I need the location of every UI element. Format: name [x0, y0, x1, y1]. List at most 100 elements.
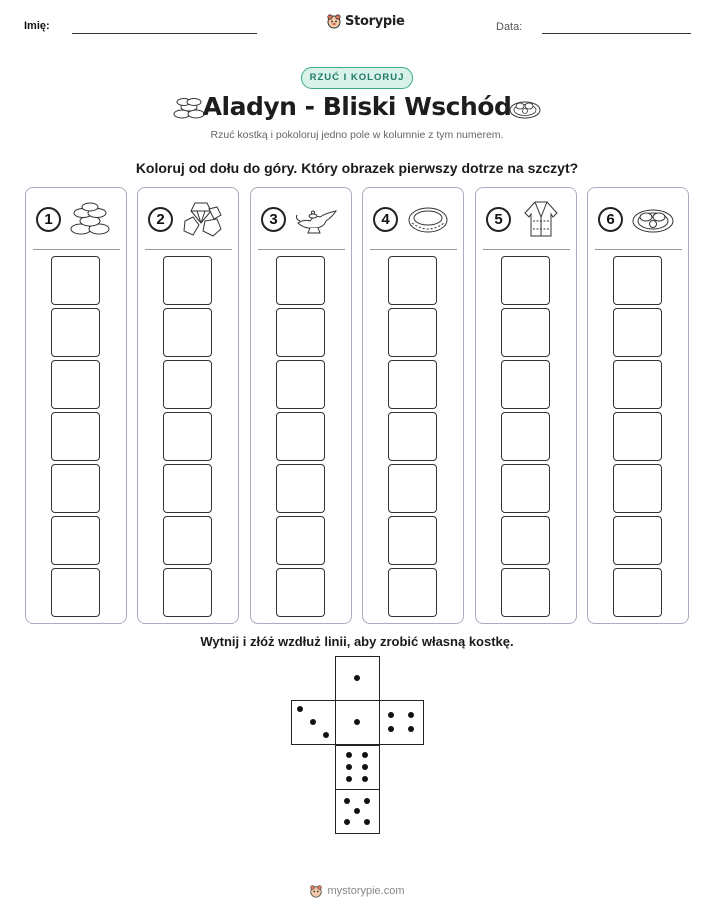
- color-cell[interactable]: [51, 464, 100, 513]
- color-cell[interactable]: [501, 256, 550, 305]
- color-cell[interactable]: [501, 360, 550, 409]
- color-cell[interactable]: [388, 516, 437, 565]
- column-number: 1: [36, 207, 61, 232]
- subtitle: Rzuć kostką i pokoloruj jedno pole w kol…: [210, 129, 504, 141]
- color-cell[interactable]: [51, 308, 100, 357]
- dice-face-6: [335, 745, 380, 790]
- color-cell[interactable]: [51, 360, 100, 409]
- column-number: 4: [373, 207, 398, 232]
- color-cell[interactable]: [613, 412, 662, 461]
- color-cell[interactable]: [388, 412, 437, 461]
- color-cell[interactable]: [388, 360, 437, 409]
- dice-pip: [388, 726, 395, 733]
- food-plate-icon: [509, 101, 541, 119]
- dice-pip: [362, 775, 369, 782]
- dice-pip: [354, 675, 360, 681]
- column-number: 2: [148, 207, 173, 232]
- color-cell[interactable]: [163, 308, 212, 357]
- color-cell[interactable]: [163, 360, 212, 409]
- page-title: Aladyn - Bliski Wschód: [202, 92, 512, 121]
- footer-url: mystorypie.com: [327, 885, 405, 897]
- color-cell[interactable]: [388, 256, 437, 305]
- storypie-mascot-icon: [310, 885, 323, 898]
- dice-pip: [388, 711, 395, 718]
- color-cell[interactable]: [51, 568, 100, 617]
- dice-pip: [407, 711, 414, 718]
- dice-pip: [362, 752, 369, 759]
- color-cell[interactable]: [613, 308, 662, 357]
- dice-pip: [407, 726, 414, 733]
- color-cell[interactable]: [163, 412, 212, 461]
- color-cell[interactable]: [501, 412, 550, 461]
- color-cell[interactable]: [388, 464, 437, 513]
- column-number: 5: [486, 207, 511, 232]
- color-cell[interactable]: [501, 516, 550, 565]
- color-cell[interactable]: [163, 256, 212, 305]
- color-cell[interactable]: [276, 360, 325, 409]
- color-cell[interactable]: [51, 516, 100, 565]
- dice-pip: [345, 764, 352, 770]
- color-cell[interactable]: [613, 256, 662, 305]
- dice-pip: [310, 719, 316, 725]
- column-divider: [145, 249, 232, 250]
- color-cell[interactable]: [276, 516, 325, 565]
- color-cell[interactable]: [613, 464, 662, 513]
- color-cell[interactable]: [388, 568, 437, 617]
- dice-pip: [322, 731, 329, 738]
- robe-icon: [524, 201, 558, 237]
- color-cell[interactable]: [613, 516, 662, 565]
- column-6: 6: [587, 187, 689, 624]
- worksheet-header: Imię: Storypie Data:: [0, 0, 714, 50]
- gems-icon: [183, 202, 222, 237]
- name-field-line[interactable]: [72, 33, 257, 34]
- color-cell[interactable]: [613, 360, 662, 409]
- color-cell[interactable]: [51, 412, 100, 461]
- column-divider: [483, 249, 570, 250]
- color-cell[interactable]: [276, 464, 325, 513]
- column-header: 6: [588, 188, 688, 250]
- color-cell[interactable]: [613, 568, 662, 617]
- dice-pip: [345, 775, 352, 782]
- dice-face-5: [335, 789, 380, 834]
- color-cell[interactable]: [501, 568, 550, 617]
- dice-pip: [363, 797, 370, 804]
- color-cell[interactable]: [276, 568, 325, 617]
- column-header: 4: [363, 188, 463, 250]
- storypie-mascot-icon: [327, 14, 341, 29]
- column-header: 5: [476, 188, 576, 250]
- color-cell[interactable]: [276, 412, 325, 461]
- dice-face-3: [291, 700, 336, 745]
- dice-pip: [354, 719, 360, 725]
- column-number: 3: [261, 207, 286, 232]
- date-label: Data:: [496, 21, 523, 33]
- color-cell[interactable]: [388, 308, 437, 357]
- date-field-line[interactable]: [542, 33, 691, 34]
- column-divider: [33, 249, 120, 250]
- name-label: Imię:: [24, 20, 50, 32]
- dice-face-1: [335, 700, 380, 745]
- dice-pip: [345, 752, 352, 759]
- column-divider: [258, 249, 345, 250]
- color-cell[interactable]: [501, 464, 550, 513]
- color-cell[interactable]: [501, 308, 550, 357]
- magic-lamp-icon: [295, 210, 338, 234]
- dice-pip: [362, 764, 369, 770]
- dice-pip: [297, 706, 304, 713]
- brand-name: Storypie: [345, 13, 405, 29]
- color-cell[interactable]: [276, 256, 325, 305]
- coins-icon: [70, 202, 110, 235]
- color-cell[interactable]: [51, 256, 100, 305]
- color-cell[interactable]: [276, 308, 325, 357]
- column-divider: [370, 249, 457, 250]
- dice-face-4: [379, 700, 424, 745]
- column-1: 1: [25, 187, 127, 624]
- column-header: 2: [138, 188, 238, 250]
- column-3: 3: [250, 187, 352, 624]
- color-cell[interactable]: [163, 516, 212, 565]
- color-cell[interactable]: [163, 464, 212, 513]
- column-2: 2: [137, 187, 239, 624]
- column-header: 3: [251, 188, 351, 250]
- food-plate-icon: [632, 209, 674, 233]
- footer: mystorypie.com: [0, 884, 714, 898]
- color-cell[interactable]: [163, 568, 212, 617]
